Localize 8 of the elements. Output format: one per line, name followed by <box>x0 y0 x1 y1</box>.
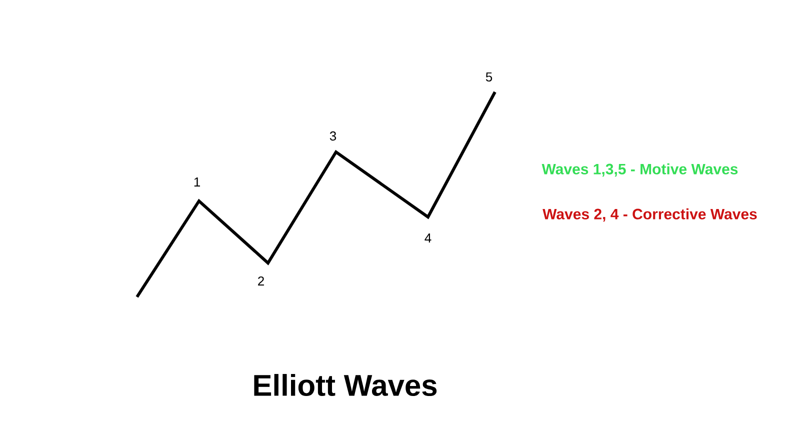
wave-number: 4 <box>424 234 432 242</box>
wave-legend-text: Waves 1,3,5 - Motive Waves <box>542 163 738 177</box>
wave-number: 3 <box>330 131 336 141</box>
wave-number: 5 <box>486 72 492 82</box>
wave-number: 1 <box>194 178 200 186</box>
title: Elliott Waves <box>254 374 437 396</box>
wave-number: 2 <box>258 276 264 286</box>
wave-legend-text: Waves 2, 4 - Corrective Waves <box>542 208 757 222</box>
